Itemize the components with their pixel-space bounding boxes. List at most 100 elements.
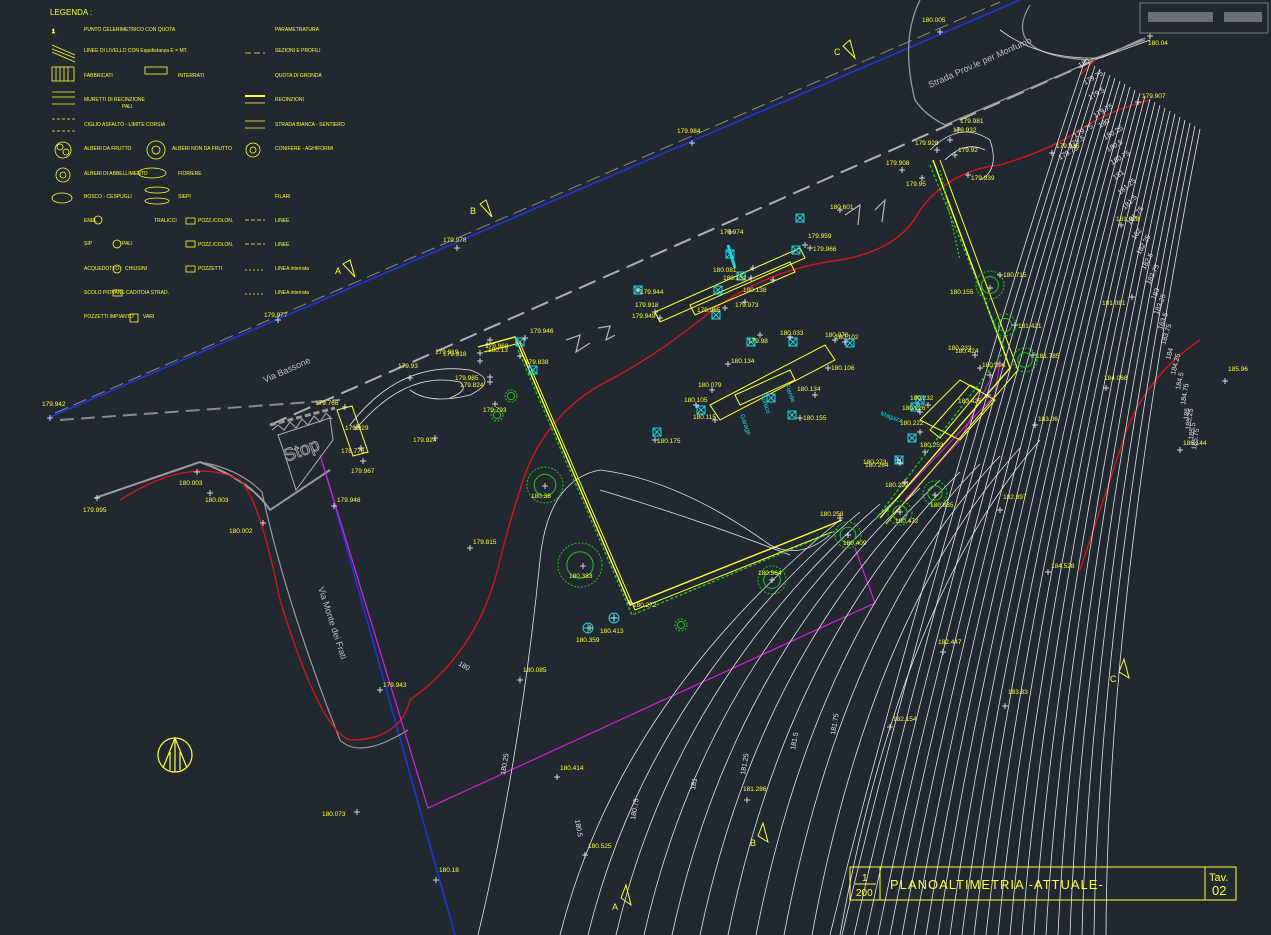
contour-label: 185 xyxy=(1183,408,1192,421)
legend-title: LEGENDA : xyxy=(50,8,92,17)
road-edge-south xyxy=(269,37,1146,426)
elevation-label: 179.981 xyxy=(960,118,984,125)
elevation-label: 179.949 xyxy=(632,313,656,320)
elevation-label: 179.939 xyxy=(971,175,995,182)
legend-left-item-4: CIGLIO ASFALTO - LIMITE CORSIA xyxy=(84,122,166,128)
elevation-label: 179.95 xyxy=(906,181,926,188)
elevation-label: 180.272 xyxy=(633,602,657,609)
cadastral-boundary-north xyxy=(47,0,1021,419)
contour-label: 180.75 xyxy=(630,798,641,820)
elevation-label: 180.073 xyxy=(322,811,346,818)
legend-left-item-11: SCOLO PIOVANE xyxy=(84,290,125,296)
elevation-label: 179.924 xyxy=(413,437,437,444)
elevation-label: 181.286 xyxy=(743,786,767,793)
elevation-label: 180.472 xyxy=(895,518,919,525)
elevation-label: 183.06 xyxy=(1038,416,1058,423)
elevation-label: 180.003 xyxy=(179,480,203,487)
property-boundary xyxy=(319,454,876,809)
label-fienile: Fienile xyxy=(783,383,796,404)
redacted-stamp xyxy=(1139,2,1269,34)
legend-mid-item-1: ALBERI NON DA FRUTTO xyxy=(172,146,232,152)
elevation-label: 179.977 xyxy=(264,312,288,319)
via-monte-edge xyxy=(94,461,331,512)
elevation-label: 180.425 xyxy=(958,398,982,405)
contour-label: 181.5 xyxy=(790,732,800,751)
building-east xyxy=(919,379,996,441)
elevation-label: 179.942 xyxy=(42,401,66,408)
elevation-label: 179.984 xyxy=(677,128,701,135)
hedge-main xyxy=(517,349,839,616)
section-marks: C B A B A C xyxy=(335,39,1130,912)
road-label-via-monte: Via Monte dei Frati xyxy=(316,586,349,661)
elevation-label: 180.226 xyxy=(902,405,926,412)
elevation-label: 180.383 xyxy=(569,573,593,580)
elevation-label: 179.936 xyxy=(1056,143,1080,150)
elevation-label: 179.907 xyxy=(1142,93,1166,100)
section-mark-a: A xyxy=(335,266,341,276)
tree-canopy xyxy=(757,565,787,595)
elevation-label: 179.948 xyxy=(337,497,361,504)
elevation-label: 180.564 xyxy=(758,570,782,577)
contour-label: 180 xyxy=(1078,58,1092,70)
elevation-label: 179.967 xyxy=(351,468,375,475)
contour-label: 181.75 xyxy=(830,713,841,735)
road-centerline-segment xyxy=(59,399,341,421)
road-label-via-bassone: Via Bassone xyxy=(262,355,312,385)
wall-main xyxy=(477,336,843,606)
elevation-label: 180.38 xyxy=(531,493,551,500)
elevation-label: 180.076 xyxy=(825,332,849,339)
elevation-label: 180.132 xyxy=(723,275,747,282)
elevation-label: 181.421 xyxy=(1018,323,1042,330)
manhole xyxy=(713,285,723,295)
elevation-label: 179.932 xyxy=(953,127,977,134)
elevation-label: 180.002 xyxy=(229,528,253,535)
road-label-provinciale: Strada Prov.le per Monfumo xyxy=(927,35,1033,90)
elevation-label: 179.943 xyxy=(383,682,407,689)
elevation-label: 180.525 xyxy=(588,843,612,850)
drawing-title: PLANOALTIMETRIA -ATTUALE- xyxy=(890,877,1104,892)
elevation-label: 180.292 xyxy=(885,482,909,489)
legend-right-item-4: STRADA BIANCA - SENTIERO xyxy=(275,122,345,128)
elevation-label: 179.974 xyxy=(720,229,744,236)
contour-label: 184.75 xyxy=(1180,383,1191,405)
manhole xyxy=(652,427,662,437)
elevation-label: 180.232 xyxy=(910,395,934,402)
elevation-label: 180.715 xyxy=(1003,272,1027,279)
elevation-label: 180.033 xyxy=(780,330,804,337)
tree-canopy xyxy=(922,480,948,506)
elevation-label: 179.929 xyxy=(345,425,369,432)
elevation-label: 180.105 xyxy=(684,397,708,404)
legend-left-item-7: BOSCO - CESPUGLI xyxy=(84,194,132,200)
elevation-label: 179.968 xyxy=(485,343,509,350)
manhole xyxy=(766,393,776,403)
legend-right-item-8: LINEE xyxy=(275,242,290,248)
elevation-label: 179.815 xyxy=(473,539,497,546)
elevation-label: 180.134 xyxy=(797,386,821,393)
legend-left-item-10: ACQUEDOTTO xyxy=(84,266,119,272)
legend-left-item-2: FABBRICATI xyxy=(84,73,113,79)
elevation-label: 180.601 xyxy=(830,204,854,211)
elevation-label: 182.447 xyxy=(938,639,962,646)
tree-canopy xyxy=(834,521,862,549)
wall-main-inner xyxy=(483,342,833,611)
terrain-arrows xyxy=(565,198,886,354)
provinciale-edge-3 xyxy=(1021,4,1146,61)
label-magazzino: Magazz. xyxy=(879,410,905,425)
elevation-label: 179.966 xyxy=(813,246,837,253)
contour-label: 184.5 xyxy=(1175,372,1186,391)
elevation-label: 180.106 xyxy=(831,365,855,372)
elevation-label: 181.081 xyxy=(1102,300,1126,307)
scale-numerator: 1 xyxy=(862,873,868,884)
elevation-label: 180.414 xyxy=(560,765,584,772)
tree-canopy xyxy=(557,542,603,588)
elevation-label: 179.919 xyxy=(435,349,459,356)
manhole xyxy=(528,365,538,375)
contour-labels: 180179.75179.5179.75180180.25180.5180.75… xyxy=(457,58,1201,838)
building-north xyxy=(654,247,806,323)
legend-mid-item-0: INTERRATI xyxy=(178,73,204,79)
elevation-label: 179.978 xyxy=(443,237,467,244)
contour-180-red xyxy=(119,99,1151,741)
elevation-label: 180.18 xyxy=(439,867,459,874)
elevation-label: 182.154 xyxy=(893,716,917,723)
